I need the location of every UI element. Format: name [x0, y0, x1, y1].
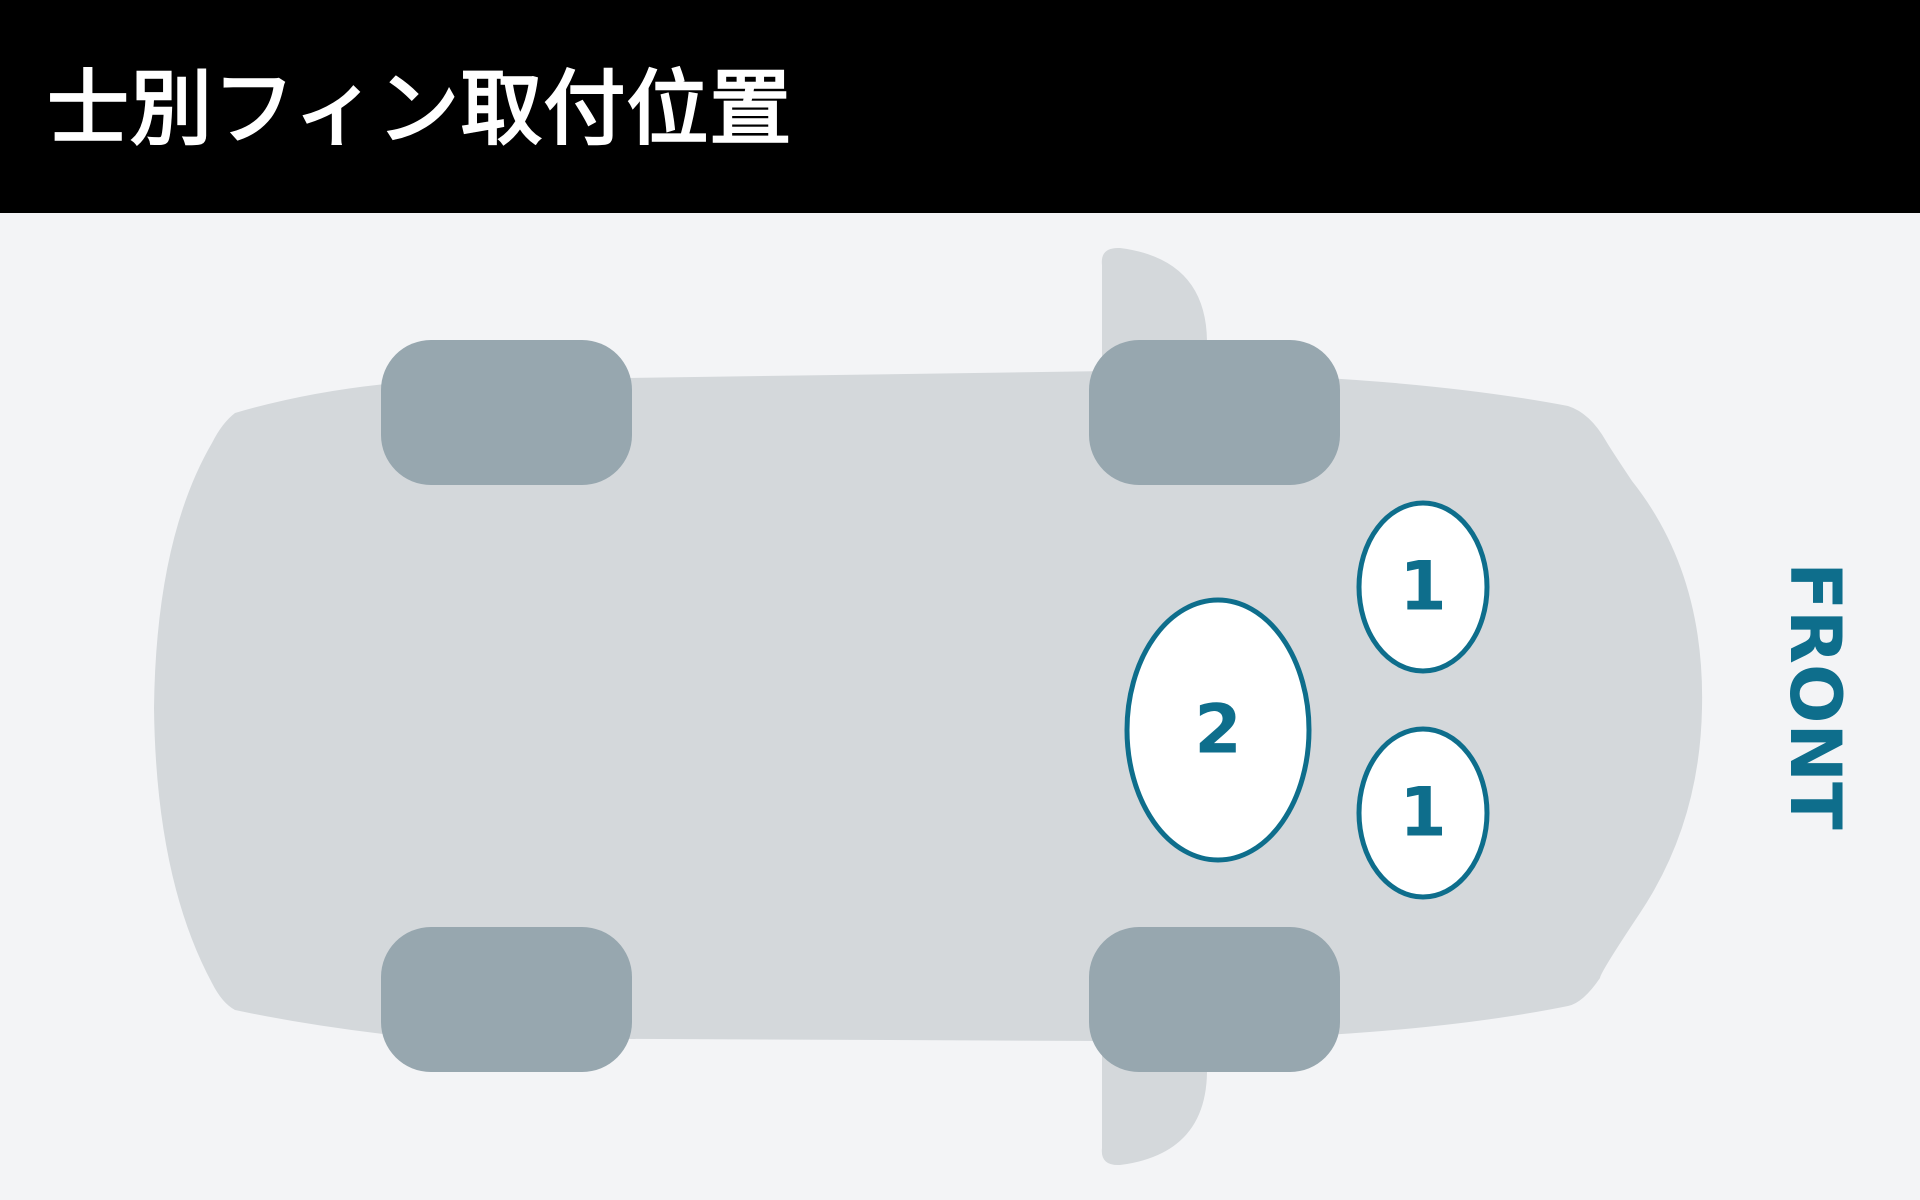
- car-diagram: 1 2 1 FRONT: [154, 247, 1856, 1166]
- header-bar: 士別フィン取付位置: [0, 0, 1920, 213]
- zone-1-bottom-marker: [1356, 726, 1490, 900]
- page-title: 士別フィン取付位置: [47, 62, 793, 157]
- zone-1-bottom-label: 1: [1399, 774, 1446, 853]
- zone-1-bottom: 1: [1356, 726, 1490, 900]
- zone-2-label: 2: [1194, 691, 1241, 770]
- car-body: [154, 371, 1703, 1041]
- wheel-front-bottom: [1089, 927, 1340, 1072]
- wheel-front-top: [1089, 340, 1340, 485]
- zone-1-top: 1: [1356, 500, 1490, 674]
- wheel-rear-bottom: [381, 927, 632, 1072]
- front-label: FRONT: [1774, 562, 1856, 830]
- zone-2: 2: [1124, 597, 1312, 863]
- wheel-rear-top: [381, 340, 632, 485]
- zone-2-marker: [1124, 597, 1312, 863]
- zone-1-top-label: 1: [1399, 548, 1446, 627]
- zone-1-top-marker: [1356, 500, 1490, 674]
